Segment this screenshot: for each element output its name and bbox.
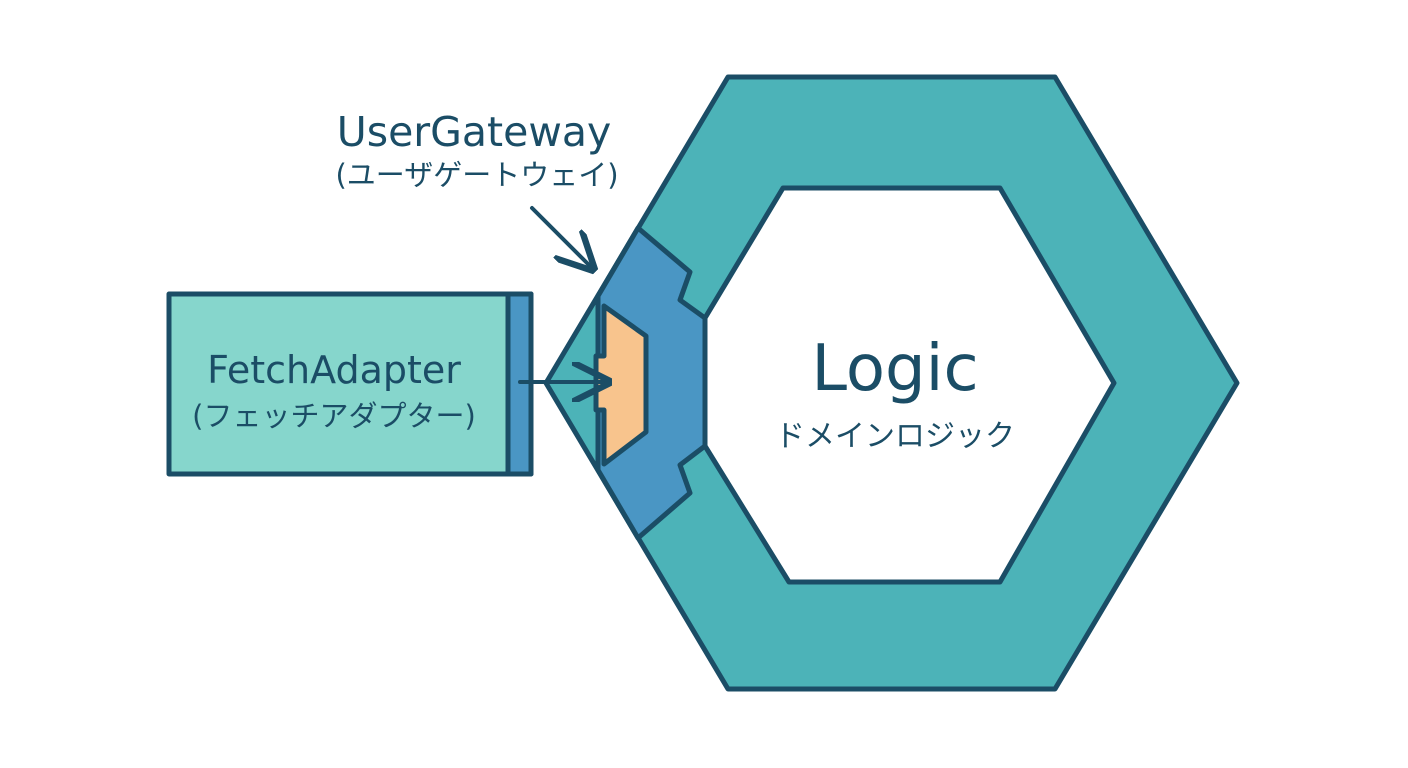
core-subtitle: ドメインロジック: [775, 419, 1015, 454]
gateway-subtitle: (ユーザゲートウェイ): [335, 158, 618, 192]
gateway-label-arrow: [530, 206, 590, 266]
gateway-name: UserGateway: [337, 108, 612, 156]
gateway-socket: [593, 303, 649, 467]
fetch-adapter-box: [166, 291, 534, 477]
adapter-name: FetchAdapter: [207, 348, 461, 392]
core-name: Logic: [811, 332, 978, 406]
adapter-subtitle: (フェッチアダプター): [192, 399, 476, 433]
domain-inner-hexagon: [702, 185, 1117, 585]
